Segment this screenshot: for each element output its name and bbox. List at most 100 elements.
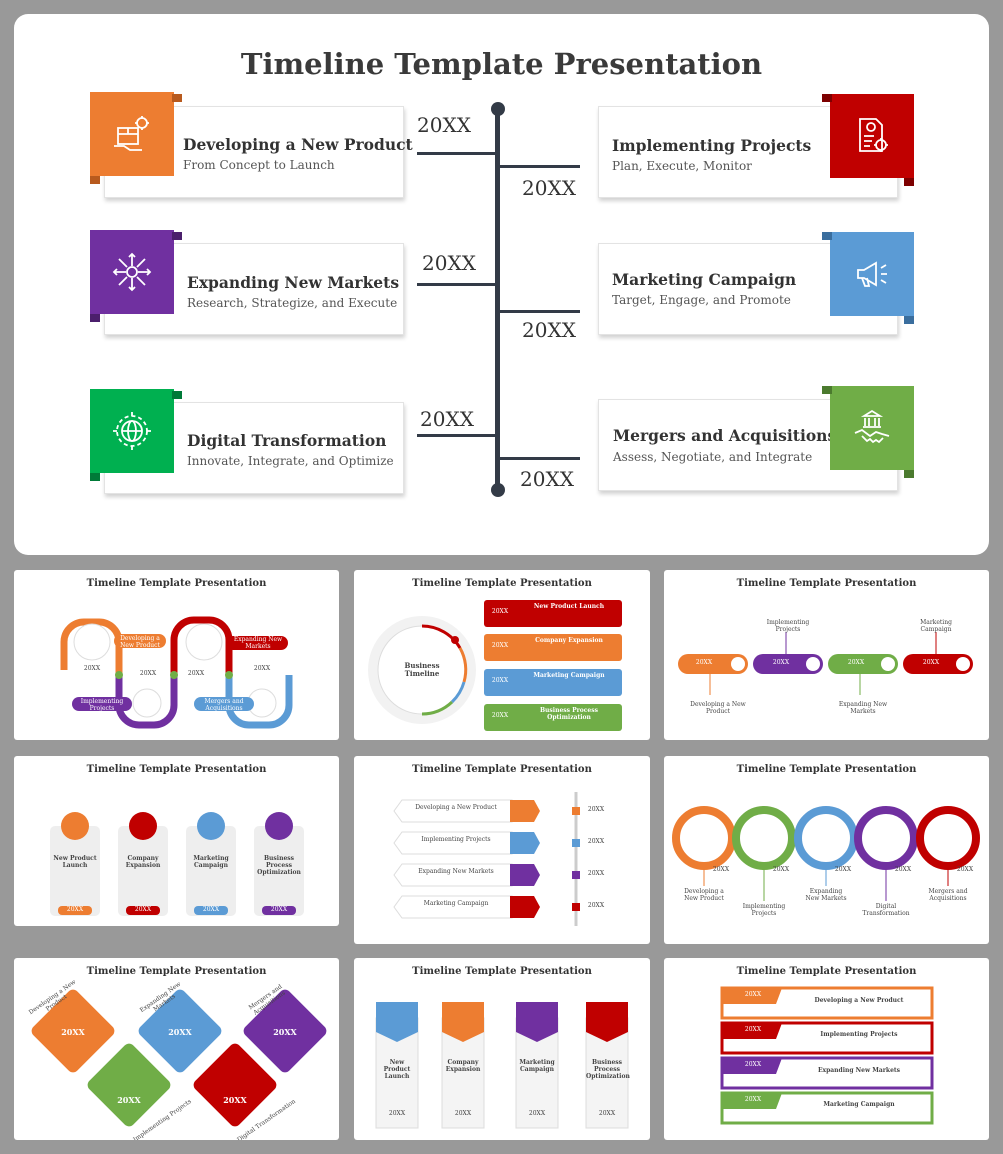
- connector-right-3: [498, 457, 580, 460]
- thumb-label: 20XX: [744, 1026, 762, 1033]
- thumb-label: Expanding New Markets: [838, 701, 888, 715]
- thumb-label: 20XX: [270, 906, 288, 913]
- thumb-label: 20XX: [772, 659, 790, 666]
- thumb-label: 20XX: [253, 665, 271, 672]
- thumb-label: 20XX: [598, 1110, 616, 1117]
- milestone-subtitle: Research, Strategize, and Execute: [187, 296, 398, 310]
- slide-thumbnail-6[interactable]: Timeline Template Presentation 20XX 20XX…: [664, 756, 989, 944]
- timeline-start-dot: [491, 102, 505, 116]
- corner-fold: [822, 232, 832, 240]
- year-right-1: 20XX: [522, 176, 576, 200]
- thumb-label: 20XX: [388, 1110, 406, 1117]
- milestone-title: Marketing Campaign: [612, 270, 797, 289]
- pill-timeline: [678, 632, 973, 695]
- corner-fold: [822, 94, 832, 102]
- thumb-label: Company Expansion: [445, 1059, 481, 1073]
- thumb-label: 20XX: [528, 1110, 546, 1117]
- thumb-label: 20XX: [491, 677, 509, 684]
- thumb-label: Business Process Optimization: [257, 855, 301, 876]
- thumb-label: 20XX: [587, 838, 605, 845]
- thumb-label: 20XX: [202, 906, 220, 913]
- thumb-label: Developing a New Product: [684, 888, 724, 902]
- thumb-label: Expanding New Markets: [817, 1067, 901, 1074]
- thumb-label: 20XX: [187, 670, 205, 677]
- thumb-center-label: Business Timeline: [404, 661, 440, 679]
- slide-thumbnail-4[interactable]: Timeline Template Presentation New Produ…: [14, 756, 339, 926]
- connector-left-2: [417, 283, 497, 286]
- thumb-label: Implementing Projects: [80, 698, 124, 712]
- thumbnail-title: Timeline Template Presentation: [412, 966, 592, 977]
- corner-fold: [90, 176, 100, 184]
- ring-chain-timeline: [672, 806, 980, 901]
- connector-left-1: [417, 152, 497, 155]
- product-box-icon: [90, 92, 174, 176]
- thumb-label: Expanding New Markets: [805, 888, 847, 902]
- slide-thumbnail-9[interactable]: Timeline Template Presentation 20XX Deve…: [664, 958, 989, 1140]
- thumb-label: Marketing Campaign: [533, 672, 605, 679]
- thumb-label: 20XX: [744, 991, 762, 998]
- corner-fold: [172, 232, 182, 240]
- thumb-label: 20XX: [587, 806, 605, 813]
- thumb-label: Implementing Projects: [742, 903, 786, 917]
- milestone-title: Implementing Projects: [612, 136, 812, 155]
- thumbnail-title: Timeline Template Presentation: [736, 966, 917, 977]
- thumbnail-title: Timeline Template Presentation: [736, 764, 917, 775]
- connector-left-3: [417, 434, 497, 437]
- slide-thumbnail-1[interactable]: Timeline Template Presentation Developin…: [14, 570, 339, 740]
- timeline-end-dot: [491, 483, 505, 497]
- thumb-label: Expanding New Markets: [233, 636, 283, 650]
- corner-fold: [172, 94, 182, 102]
- milestone-subtitle: Target, Engage, and Promote: [612, 293, 791, 307]
- slide-thumbnail-8[interactable]: Timeline Template Presentation New Produ…: [354, 958, 650, 1140]
- thumbnail-title: Timeline Template Presentation: [412, 764, 592, 775]
- thumb-label: 20XX: [61, 1027, 85, 1037]
- thumb-label: Implementing Projects: [421, 836, 491, 843]
- slide-thumbnail-5[interactable]: Timeline Template Presentation Developin…: [354, 756, 650, 944]
- corner-fold: [822, 386, 832, 394]
- thumb-label: 20XX: [847, 659, 865, 666]
- slide-thumbnail-2[interactable]: Timeline Template Presentation Business …: [354, 570, 650, 740]
- thumb-label: Marketing Campaign: [423, 900, 489, 907]
- slide-thumbnail-3[interactable]: Timeline Template Presentation Implement…: [664, 570, 989, 740]
- slide-thumbnail-7[interactable]: Timeline Template Presentation Developin…: [14, 958, 339, 1140]
- thumb-label: 20XX: [894, 866, 912, 873]
- thumbnail-title: Timeline Template Presentation: [86, 764, 267, 775]
- main-slide[interactable]: Timeline Template Presentation 20XX 20XX…: [14, 14, 989, 555]
- thumb-label: New Product Launch: [383, 1059, 411, 1080]
- thumb-label: Company Expansion: [125, 855, 161, 869]
- milestone-title: Mergers and Acquisitions: [613, 426, 837, 445]
- thumb-label: Digital Transformation: [862, 903, 910, 917]
- timeline-axis: [495, 108, 500, 492]
- tall-tab-timeline: [375, 1002, 629, 1129]
- thumbnail-title: Timeline Template Presentation: [736, 578, 917, 589]
- puzzle-timeline: [31, 989, 327, 1127]
- thumbnail-title: Timeline Template Presentation: [86, 578, 267, 589]
- ring-timeline: [368, 600, 622, 731]
- corner-fold: [904, 470, 914, 478]
- vertical-card-timeline: [50, 812, 304, 916]
- corner-fold: [904, 178, 914, 186]
- year-right-3: 20XX: [520, 467, 574, 491]
- thumb-label: Business Process Optimization: [539, 707, 599, 721]
- thumb-label: 20XX: [587, 902, 605, 909]
- thumb-label: Developing a New Product: [415, 804, 497, 811]
- thumb-label: 20XX: [922, 659, 940, 666]
- document-gear-icon: [830, 94, 914, 178]
- thumbnail-title: Timeline Template Presentation: [412, 578, 592, 589]
- handshake-bank-icon: [830, 386, 914, 470]
- thumb-label: 20XX: [66, 906, 84, 913]
- tag-list-timeline: [393, 792, 580, 926]
- megaphone-icon: [830, 232, 914, 316]
- milestone-subtitle: From Concept to Launch: [183, 158, 335, 172]
- thumb-label: Expanding New Markets: [418, 868, 494, 875]
- milestone-title: Developing a New Product: [183, 135, 413, 154]
- thumb-label: 20XX: [744, 1096, 762, 1103]
- ribbon-timeline: [720, 986, 934, 1125]
- thumb-label: Developing a New Product: [814, 997, 904, 1004]
- thumb-label: 20XX: [83, 665, 101, 672]
- network-arrows-icon: [90, 230, 174, 314]
- s-curve-timeline: [60, 616, 293, 729]
- thumb-label: New Product Launch: [53, 855, 97, 869]
- connector-right-2: [498, 310, 580, 313]
- thumbnail-title: Timeline Template Presentation: [86, 966, 267, 977]
